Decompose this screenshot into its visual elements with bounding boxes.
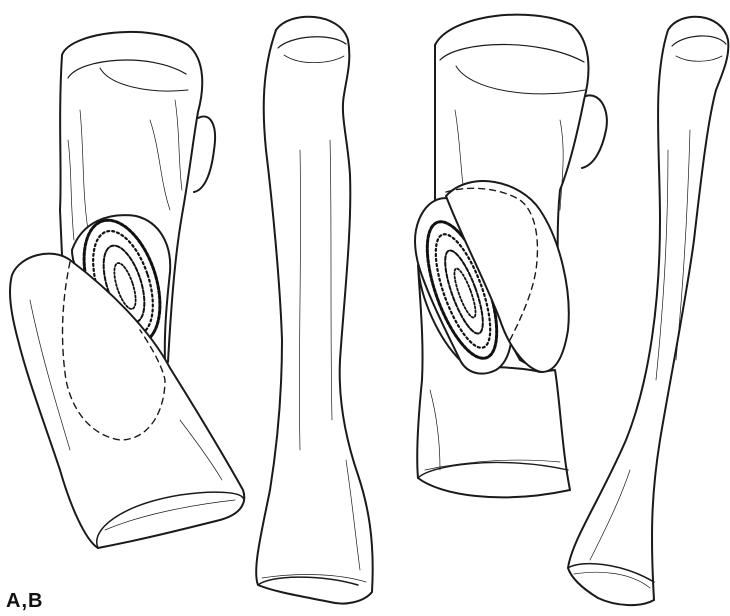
panel-b-long-bone: [568, 17, 728, 605]
panel-a: [10, 17, 373, 604]
panel-b: [413, 15, 728, 605]
panel-label: A,B: [6, 590, 43, 613]
panel-a-long-bone: [256, 17, 373, 604]
